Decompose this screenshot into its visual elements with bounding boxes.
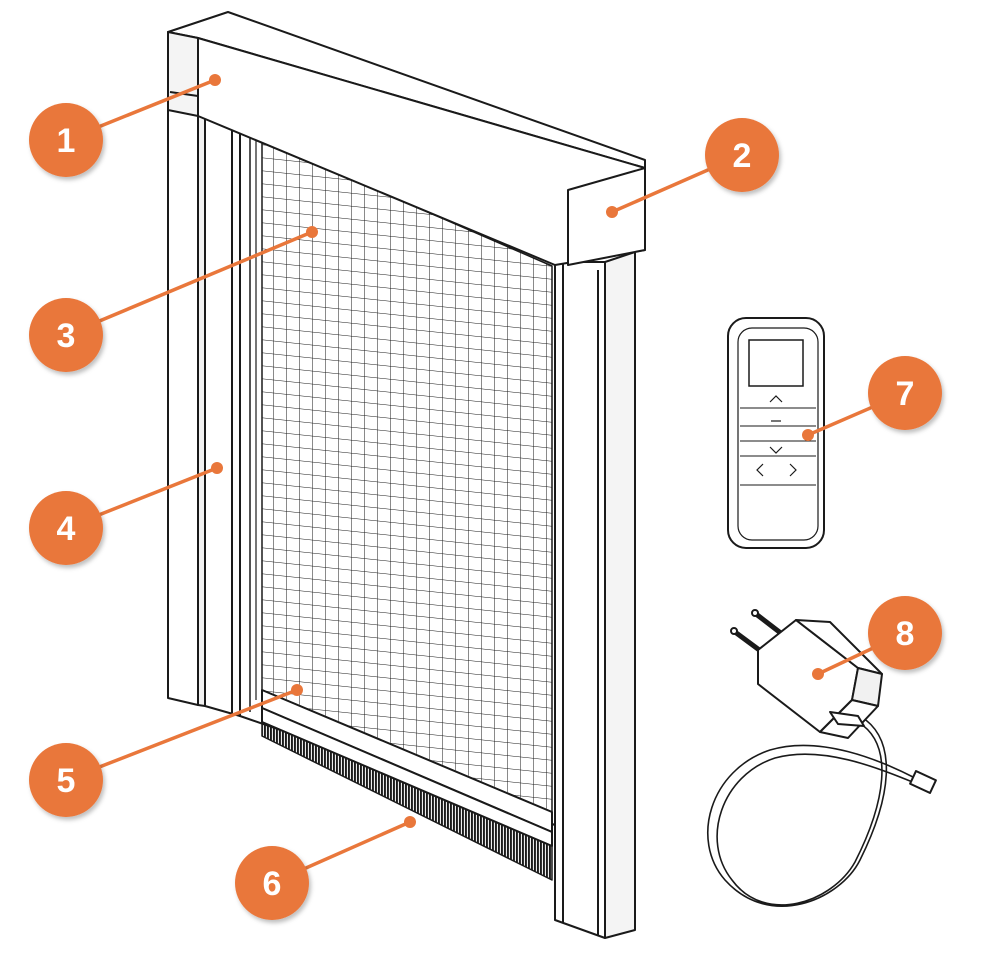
right-rail — [554, 251, 636, 939]
callout-2-anchor-dot — [606, 206, 618, 218]
callout-5-bottom-bar: 5 — [29, 743, 103, 817]
callout-3-insect-mesh: 3 — [29, 298, 103, 372]
callout-4-side-guide-rail: 4 — [29, 491, 103, 565]
callout-badge-circle — [29, 298, 103, 372]
callout-7-remote-control: 7 — [868, 356, 942, 430]
callout-1-cassette-box: 1 — [29, 103, 103, 177]
chevron-down-icon — [769, 446, 783, 454]
callout-6-brush-seal: 6 — [235, 846, 309, 920]
chevron-right-icon — [789, 463, 797, 477]
remote-control-drawing — [727, 317, 825, 549]
callout-badge-circle — [29, 743, 103, 817]
left-rail — [167, 31, 241, 717]
power-adapter-drawing — [707, 609, 937, 907]
cassette — [167, 11, 646, 266]
callout-3-anchor-dot — [306, 226, 318, 238]
callout-number: 8 — [896, 615, 915, 653]
callout-number: 6 — [263, 865, 282, 903]
callout-5-anchor-dot — [291, 684, 303, 696]
chevron-left-icon — [756, 463, 764, 477]
callout-8-anchor-dot — [812, 668, 824, 680]
callout-number: 2 — [733, 137, 752, 175]
callout-badge-circle — [868, 356, 942, 430]
chevron-up-icon — [769, 395, 783, 403]
callout-6-anchor-dot — [404, 816, 416, 828]
callout-badge-circle — [868, 596, 942, 670]
power-cable — [707, 715, 916, 907]
callout-badge-circle — [705, 118, 779, 192]
brush-seal-shape — [261, 721, 553, 881]
callout-1-anchor-dot — [209, 74, 221, 86]
plug-pins — [730, 609, 784, 655]
callout-badges: 1 2 3 4 5 6 7 8 — [29, 103, 942, 920]
callout-7-anchor-dot — [802, 429, 814, 441]
callout-number: 7 — [896, 375, 915, 413]
mesh-panel — [239, 125, 556, 826]
callout-badge-circle — [29, 103, 103, 177]
callout-badge-circle — [29, 491, 103, 565]
callout-number: 4 — [57, 510, 76, 548]
callout-number: 1 — [57, 122, 76, 160]
cable-connector — [909, 770, 937, 794]
end-cap — [567, 167, 646, 266]
remote-display — [748, 339, 804, 387]
callout-8-power-adapter: 8 — [868, 596, 942, 670]
callout-2-motor-end-cap: 2 — [705, 118, 779, 192]
callout-number: 3 — [57, 317, 76, 355]
callout-number: 5 — [57, 762, 76, 800]
callout-4-anchor-dot — [211, 462, 223, 474]
callout-5-leader — [65, 688, 298, 782]
callout-3-leader — [65, 230, 313, 337]
callout-badge-circle — [235, 846, 309, 920]
screen-frame — [167, 11, 646, 939]
